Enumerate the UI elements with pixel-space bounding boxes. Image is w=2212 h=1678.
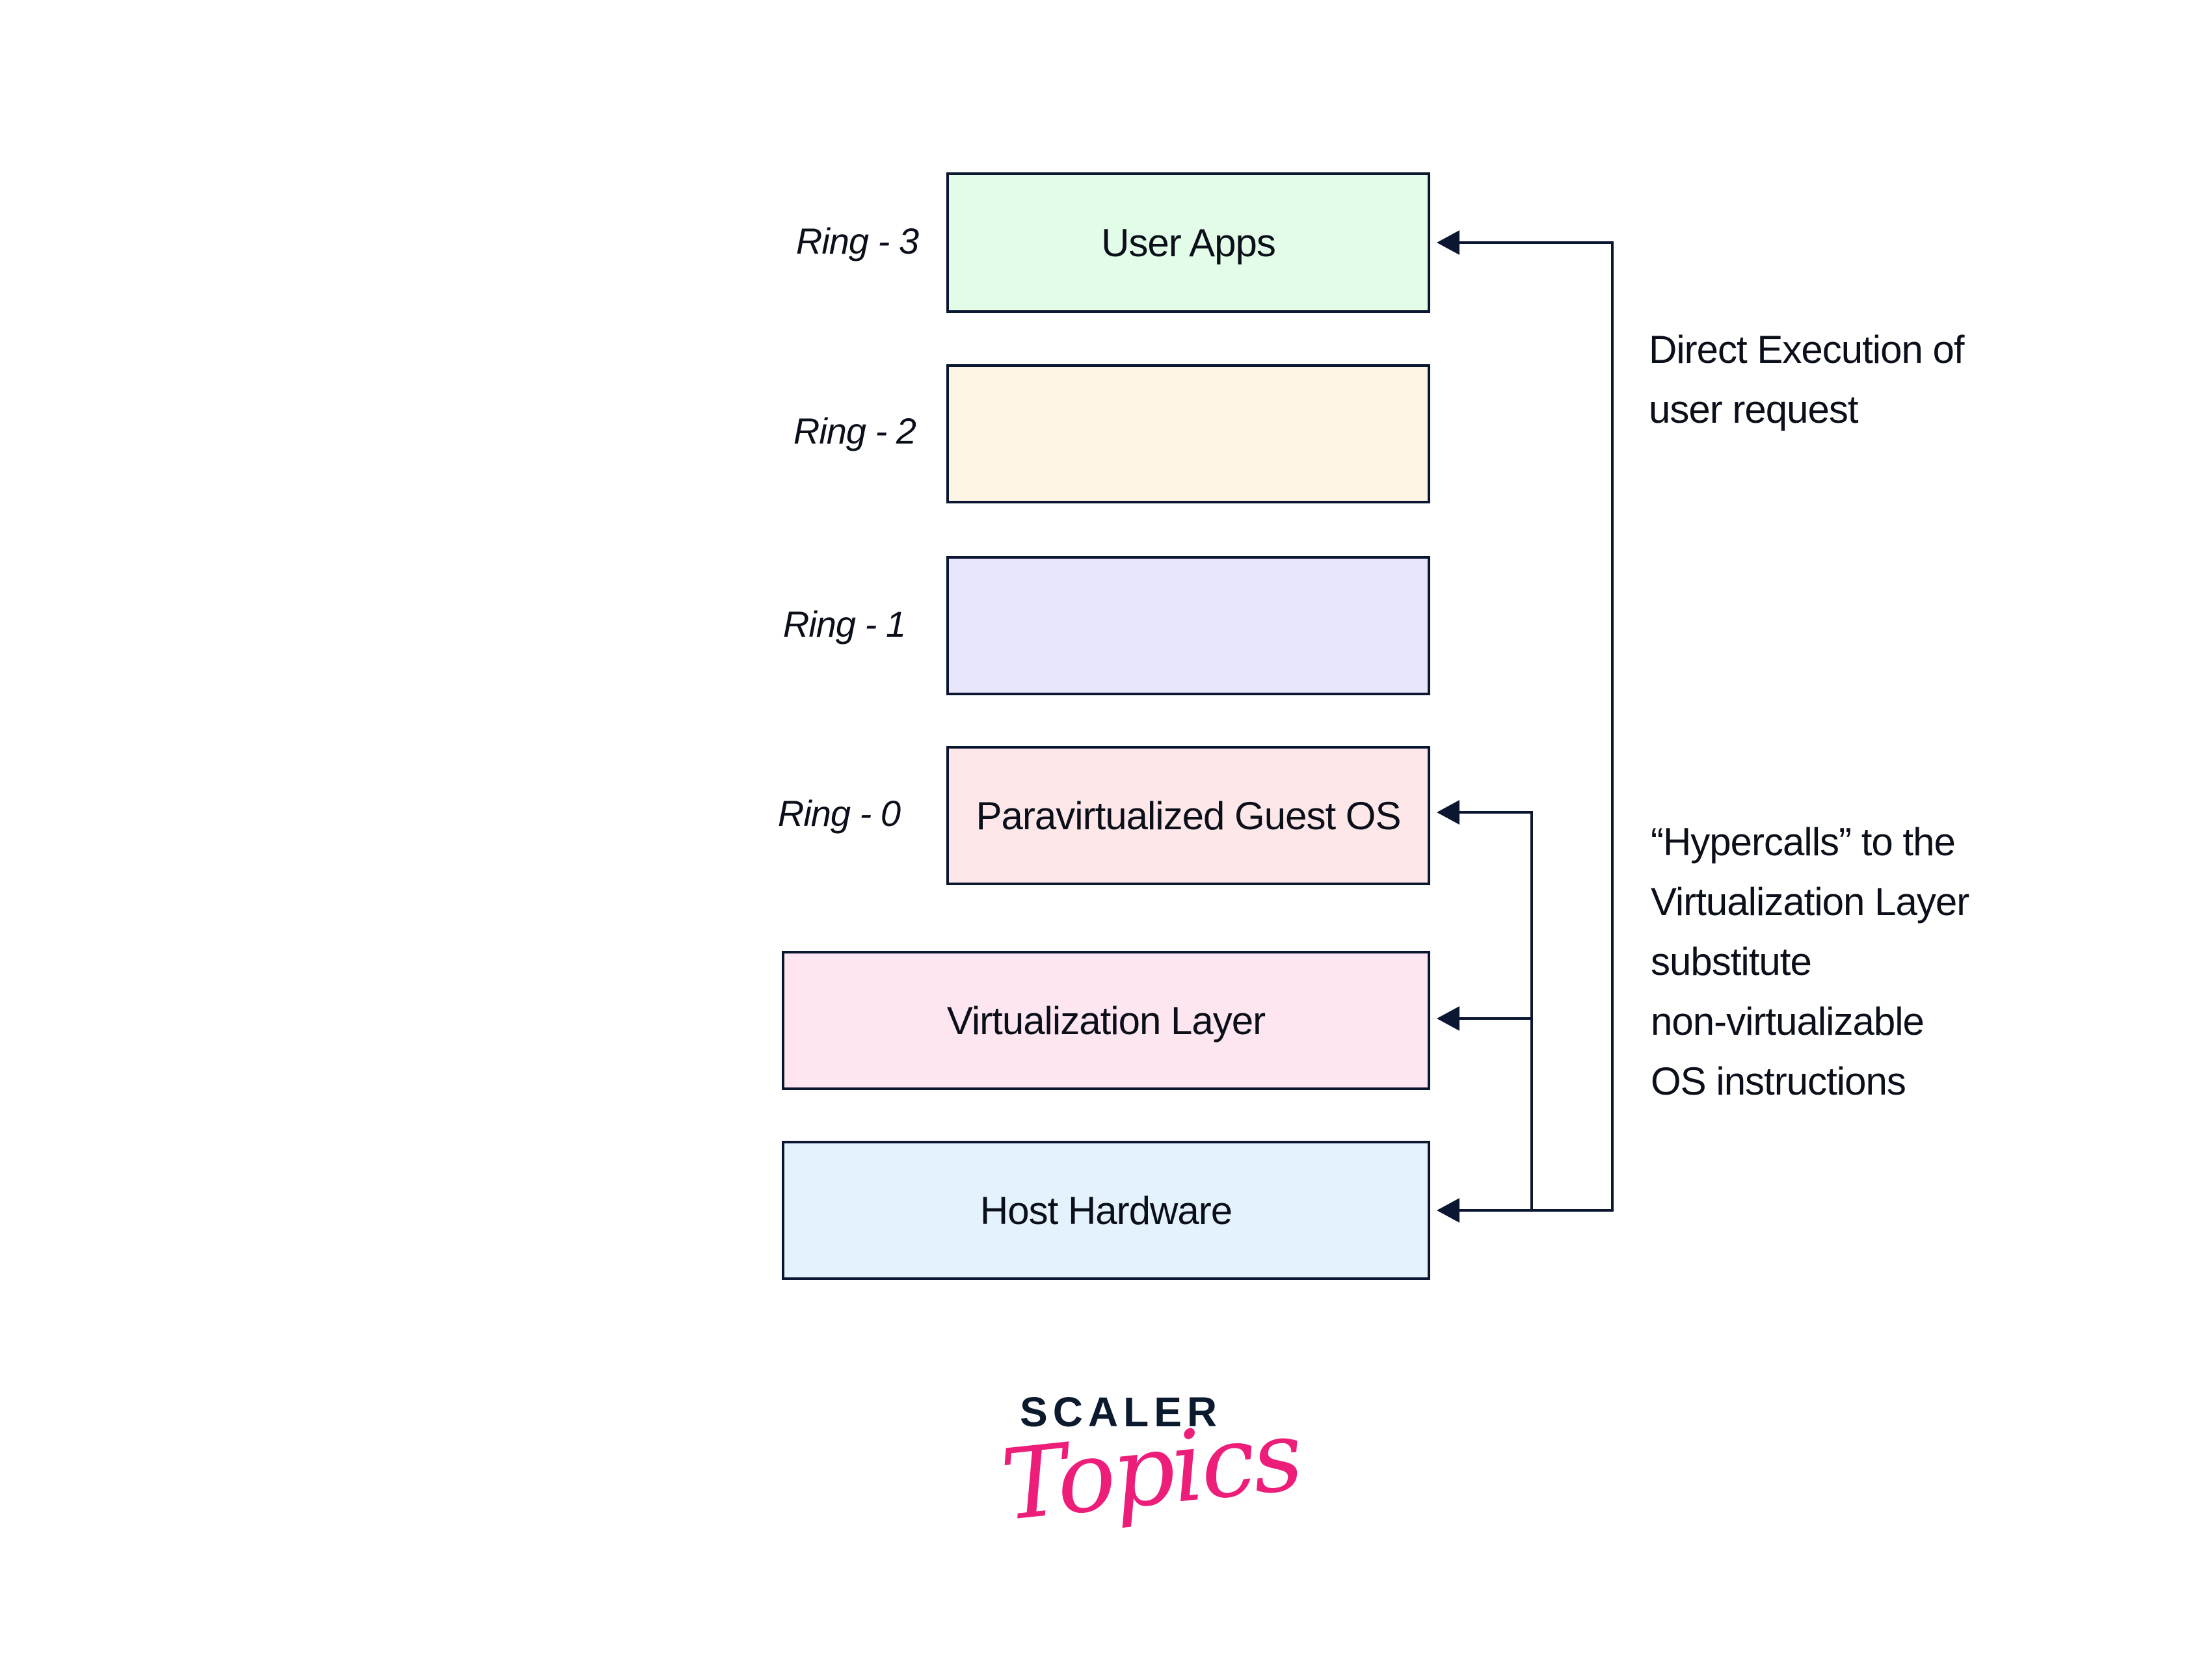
- note-line: OS instructions: [1651, 1059, 1906, 1103]
- note-line: non-virtualizable: [1651, 1000, 1925, 1043]
- arrowhead-virtualization-icon: [1437, 1006, 1459, 1031]
- note-direct-execution: Direct Execution of user request: [1649, 320, 1965, 440]
- note-line: substitute: [1651, 940, 1812, 983]
- layer-box-ring1: [946, 556, 1430, 695]
- note-line: “Hypercalls” to the: [1651, 820, 1956, 864]
- layer-label-host-hardware: Host Hardware: [979, 1188, 1233, 1232]
- arrowhead-host-icon: [1437, 1198, 1459, 1223]
- arrowhead-user-apps-icon: [1437, 230, 1459, 255]
- connector-hypercall-guest-os: [1457, 811, 1533, 1210]
- ring-label-2: Ring - 2: [793, 410, 916, 451]
- note-line: Direct Execution of: [1649, 328, 1965, 371]
- arrowhead-guest-os-icon: [1437, 800, 1459, 825]
- layer-box-host: Host Hardware: [782, 1141, 1430, 1280]
- logo-scaler-text: SCALER: [1020, 1389, 1223, 1435]
- layer-label-virtualization-layer: Virtualization Layer: [946, 998, 1266, 1043]
- note-line: Virtualization Layer: [1651, 880, 1969, 924]
- ring-label-1: Ring - 1: [782, 604, 906, 645]
- connector-direct-execution: [1457, 241, 1614, 1212]
- layer-label-guest-os: Paravirtualized Guest OS: [976, 793, 1402, 838]
- layer-label-user-apps: User Apps: [1101, 220, 1276, 265]
- ring-label-3: Ring - 3: [795, 220, 919, 261]
- logo-topics-text: Topics: [996, 1399, 1306, 1543]
- note-hypercalls: “Hypercalls” to the Virtualization Layer…: [1651, 812, 1969, 1112]
- layer-box-ring3: User Apps: [946, 172, 1430, 313]
- note-line: user request: [1649, 388, 1859, 431]
- ring-label-0: Ring - 0: [777, 793, 901, 834]
- layer-box-virtualization: Virtualization Layer: [782, 951, 1430, 1090]
- layer-box-ring0: Paravirtualized Guest OS: [946, 746, 1430, 885]
- layer-box-ring2: [946, 364, 1430, 503]
